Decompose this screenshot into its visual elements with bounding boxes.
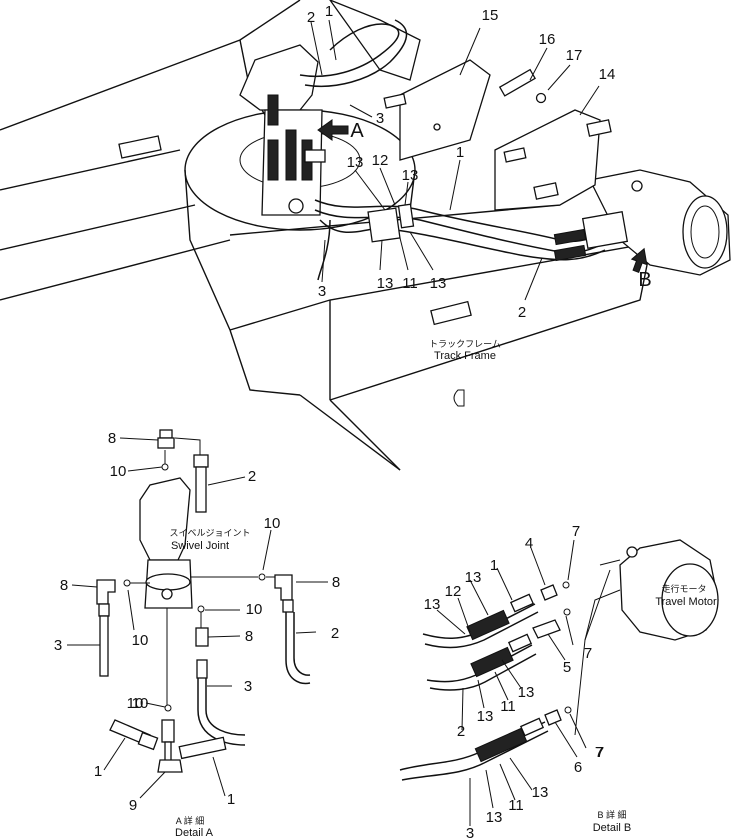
callout: 12: [445, 583, 462, 600]
callout: 1: [490, 557, 498, 574]
o-ring-10: [161, 463, 169, 471]
swivel-joint-label: Swivel Joint: [171, 540, 229, 552]
swivel-joint-top: [239, 44, 319, 111]
main-view-labels: 1 2 3 A 15 16 17 14 1 13 12 13 3 13 11 1…: [307, 3, 652, 362]
callout: 13: [465, 569, 482, 586]
callout: 12: [372, 152, 389, 169]
cover-plate-14: [494, 109, 601, 211]
detail-a-labels: 8 10 2 10 8 10 8 3 10 10 8 2 3 10 1 9 1 …: [54, 430, 340, 839]
callout-arrow-label: B: [638, 269, 651, 291]
main-assembly-view: [0, 0, 731, 471]
callout: 1: [456, 144, 464, 161]
hose-clamp: [367, 207, 401, 243]
callout: 8: [245, 628, 253, 645]
callout: 15: [482, 7, 499, 24]
hose-2-sleeve: [470, 646, 514, 678]
callout: 4: [525, 535, 533, 552]
callout: 7: [596, 744, 604, 761]
arrow-b: [630, 247, 648, 273]
callout: 11: [500, 698, 516, 715]
callout: 3: [376, 110, 384, 127]
fitting-4: [540, 584, 558, 601]
tee-9: [157, 759, 183, 773]
callout: 3: [244, 678, 252, 695]
track-frame-label: Track Frame: [434, 350, 496, 362]
callout: 13: [402, 167, 419, 184]
detail-a-view: [67, 429, 328, 799]
fitting-6: [544, 709, 562, 726]
callout: 13: [377, 275, 394, 292]
callout: 2: [248, 468, 256, 485]
callout: 13: [430, 275, 447, 292]
connector-8-center: [195, 627, 209, 647]
detail-b-caption: Detail B: [593, 822, 632, 834]
callout: 2: [307, 9, 315, 26]
swivel-joint-label-jp: スイベルジョイント: [169, 528, 250, 538]
callout: 8: [332, 574, 340, 591]
callout: 17: [566, 47, 583, 64]
callout: 11: [402, 275, 418, 292]
bolt-16: [498, 68, 536, 97]
detail-b-labels: 7 4 1 13 12 13 7 5 7 2 13 11 13 7 6 3 13…: [424, 523, 717, 840]
callout: 7: [584, 645, 592, 662]
fitting-5: [532, 619, 561, 639]
callout: 10: [127, 695, 144, 712]
callout: 10: [132, 632, 149, 649]
callout: 3: [318, 283, 326, 300]
elbow-8-right: [274, 574, 293, 601]
hose-3-left: [99, 615, 109, 677]
callout: 8: [60, 577, 68, 594]
callout: 2: [457, 723, 465, 740]
callout: 3: [54, 637, 62, 654]
pin-14: [586, 119, 612, 137]
callout: 13: [518, 684, 535, 701]
callout: 2: [518, 304, 526, 321]
hose-2: [195, 466, 207, 513]
callout: 10: [246, 601, 263, 618]
detail-a-caption: Detail A: [175, 827, 214, 839]
swivel-joint: [139, 477, 191, 561]
callout: 16: [539, 31, 556, 48]
travel-motor-label: Travel Motor: [655, 596, 717, 608]
callout: 14: [599, 66, 616, 83]
callout: 9: [129, 797, 137, 814]
callout: 10: [264, 515, 281, 532]
callout: 10: [132, 695, 149, 712]
callout: 13: [532, 784, 549, 801]
hose-3-sleeve: [474, 727, 528, 763]
cover-plate-15: [399, 59, 491, 161]
callout: 5: [563, 659, 571, 676]
travel-motor-label-jp: 走行モータ: [661, 583, 706, 594]
callout: 2: [331, 625, 339, 642]
callout: 1: [325, 3, 333, 20]
track-frame-label-jp: トラックフレーム: [429, 339, 501, 349]
callout: 13: [347, 154, 364, 171]
travel-motor-cap: [682, 195, 728, 269]
callout: 6: [574, 759, 582, 776]
frame-bracket: [118, 135, 162, 159]
callout: 7: [595, 744, 603, 761]
callout: 8: [108, 430, 116, 447]
detail-a-caption-jp: A 詳 細: [176, 815, 205, 826]
callout: 13: [477, 708, 494, 725]
callout: 7: [572, 523, 580, 540]
connector-8: [159, 429, 173, 439]
callout: 13: [486, 809, 503, 826]
callout: 1: [227, 791, 235, 808]
elbow-8-left: [96, 579, 116, 605]
callout: 11: [508, 797, 524, 814]
callout: 1: [94, 763, 102, 780]
callout: 10: [110, 463, 127, 480]
detail-b-caption-jp: B 詳 細: [597, 809, 626, 820]
arrow-a: [317, 119, 349, 141]
frame-label-plate: [430, 300, 472, 326]
detail-b-view: [399, 539, 719, 826]
callout: 3: [466, 825, 474, 840]
callout: 13: [424, 596, 441, 613]
callout-arrow-label: A: [350, 120, 364, 142]
washer-17: [535, 92, 547, 104]
hose-1-sleeve: [466, 609, 510, 641]
